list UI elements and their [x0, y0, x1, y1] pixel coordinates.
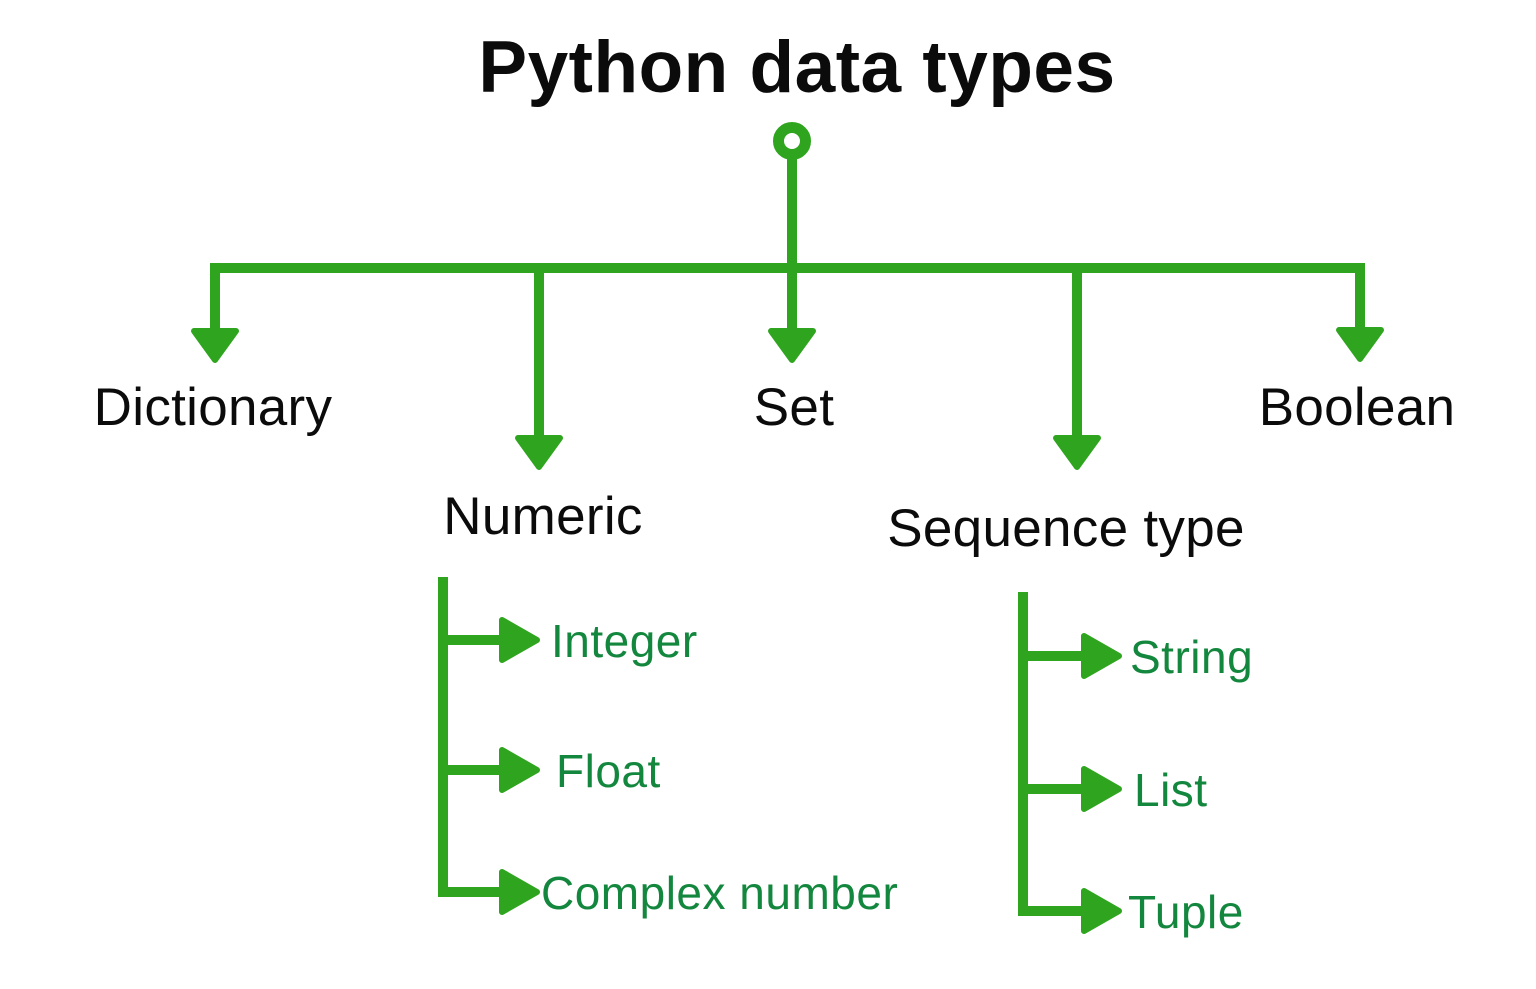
arrow-down-numeric-icon	[515, 435, 563, 470]
arrow-down-set-icon	[768, 328, 816, 363]
arrow-right-float-icon	[499, 747, 540, 793]
leaf-complex-number: Complex number	[541, 867, 899, 919]
numeric-subtree-spine	[438, 577, 502, 897]
leaf-integer: Integer	[551, 615, 698, 667]
arrow-down-boolean-icon	[1336, 327, 1384, 362]
node-set: Set	[753, 378, 835, 437]
arrow-right-string-icon	[1081, 633, 1122, 679]
arrow-right-integer-icon	[499, 617, 540, 663]
node-dictionary: Dictionary	[93, 378, 333, 437]
arrow-down-sequence-icon	[1053, 435, 1101, 470]
arrow-right-list-icon	[1081, 766, 1122, 812]
node-boolean: Boolean	[1258, 378, 1456, 437]
node-sequence-type: Sequence type	[887, 499, 1245, 558]
leaf-list: List	[1134, 764, 1208, 816]
node-numeric: Numeric	[443, 487, 643, 546]
arrow-down-dictionary-icon	[191, 328, 239, 363]
root-ring-icon	[773, 122, 811, 160]
leaf-float: Float	[556, 745, 661, 797]
leaf-string: String	[1130, 631, 1254, 683]
diagram-title: Python data types	[478, 27, 1116, 108]
arrow-right-complex-icon	[499, 869, 540, 915]
sequence-subtree-spine	[1018, 592, 1084, 916]
arrow-right-tuple-icon	[1081, 888, 1122, 934]
leaf-tuple: Tuple	[1128, 886, 1244, 938]
